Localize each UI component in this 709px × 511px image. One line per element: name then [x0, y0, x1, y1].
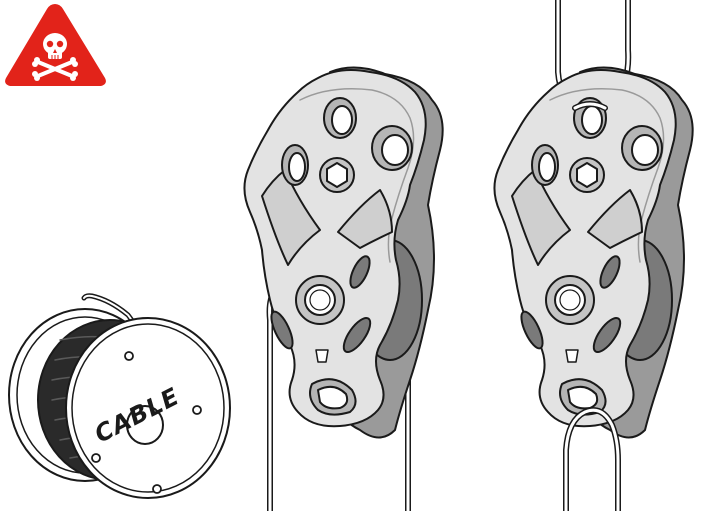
spool-bolt-hole: [92, 454, 100, 462]
cable-spool: CABLE: [9, 296, 230, 498]
pulley-left: [244, 67, 442, 511]
lock-notch: [566, 350, 578, 362]
spool-bolt-hole: [153, 485, 161, 493]
spool-bolt-hole: [125, 352, 133, 360]
lock-notch: [316, 350, 328, 362]
pulley-right: [494, 0, 692, 511]
spool-bolt-hole: [193, 406, 201, 414]
hazard-warning-sign: [5, 4, 106, 86]
